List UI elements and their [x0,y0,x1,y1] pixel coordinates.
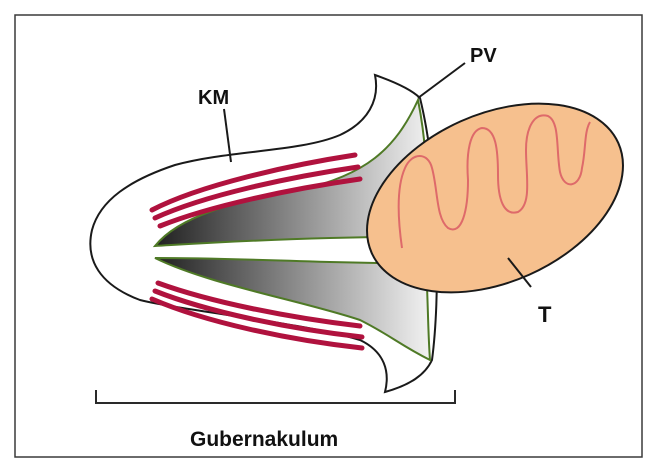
label-km: KM [198,87,229,109]
label-t: T [538,302,552,327]
gubernaculum-bracket [96,390,455,403]
label-gubernaculum: Gubernakulum [190,428,338,451]
label-pv: PV [470,45,497,67]
km-leader [224,109,231,162]
pv-leader [418,63,465,98]
